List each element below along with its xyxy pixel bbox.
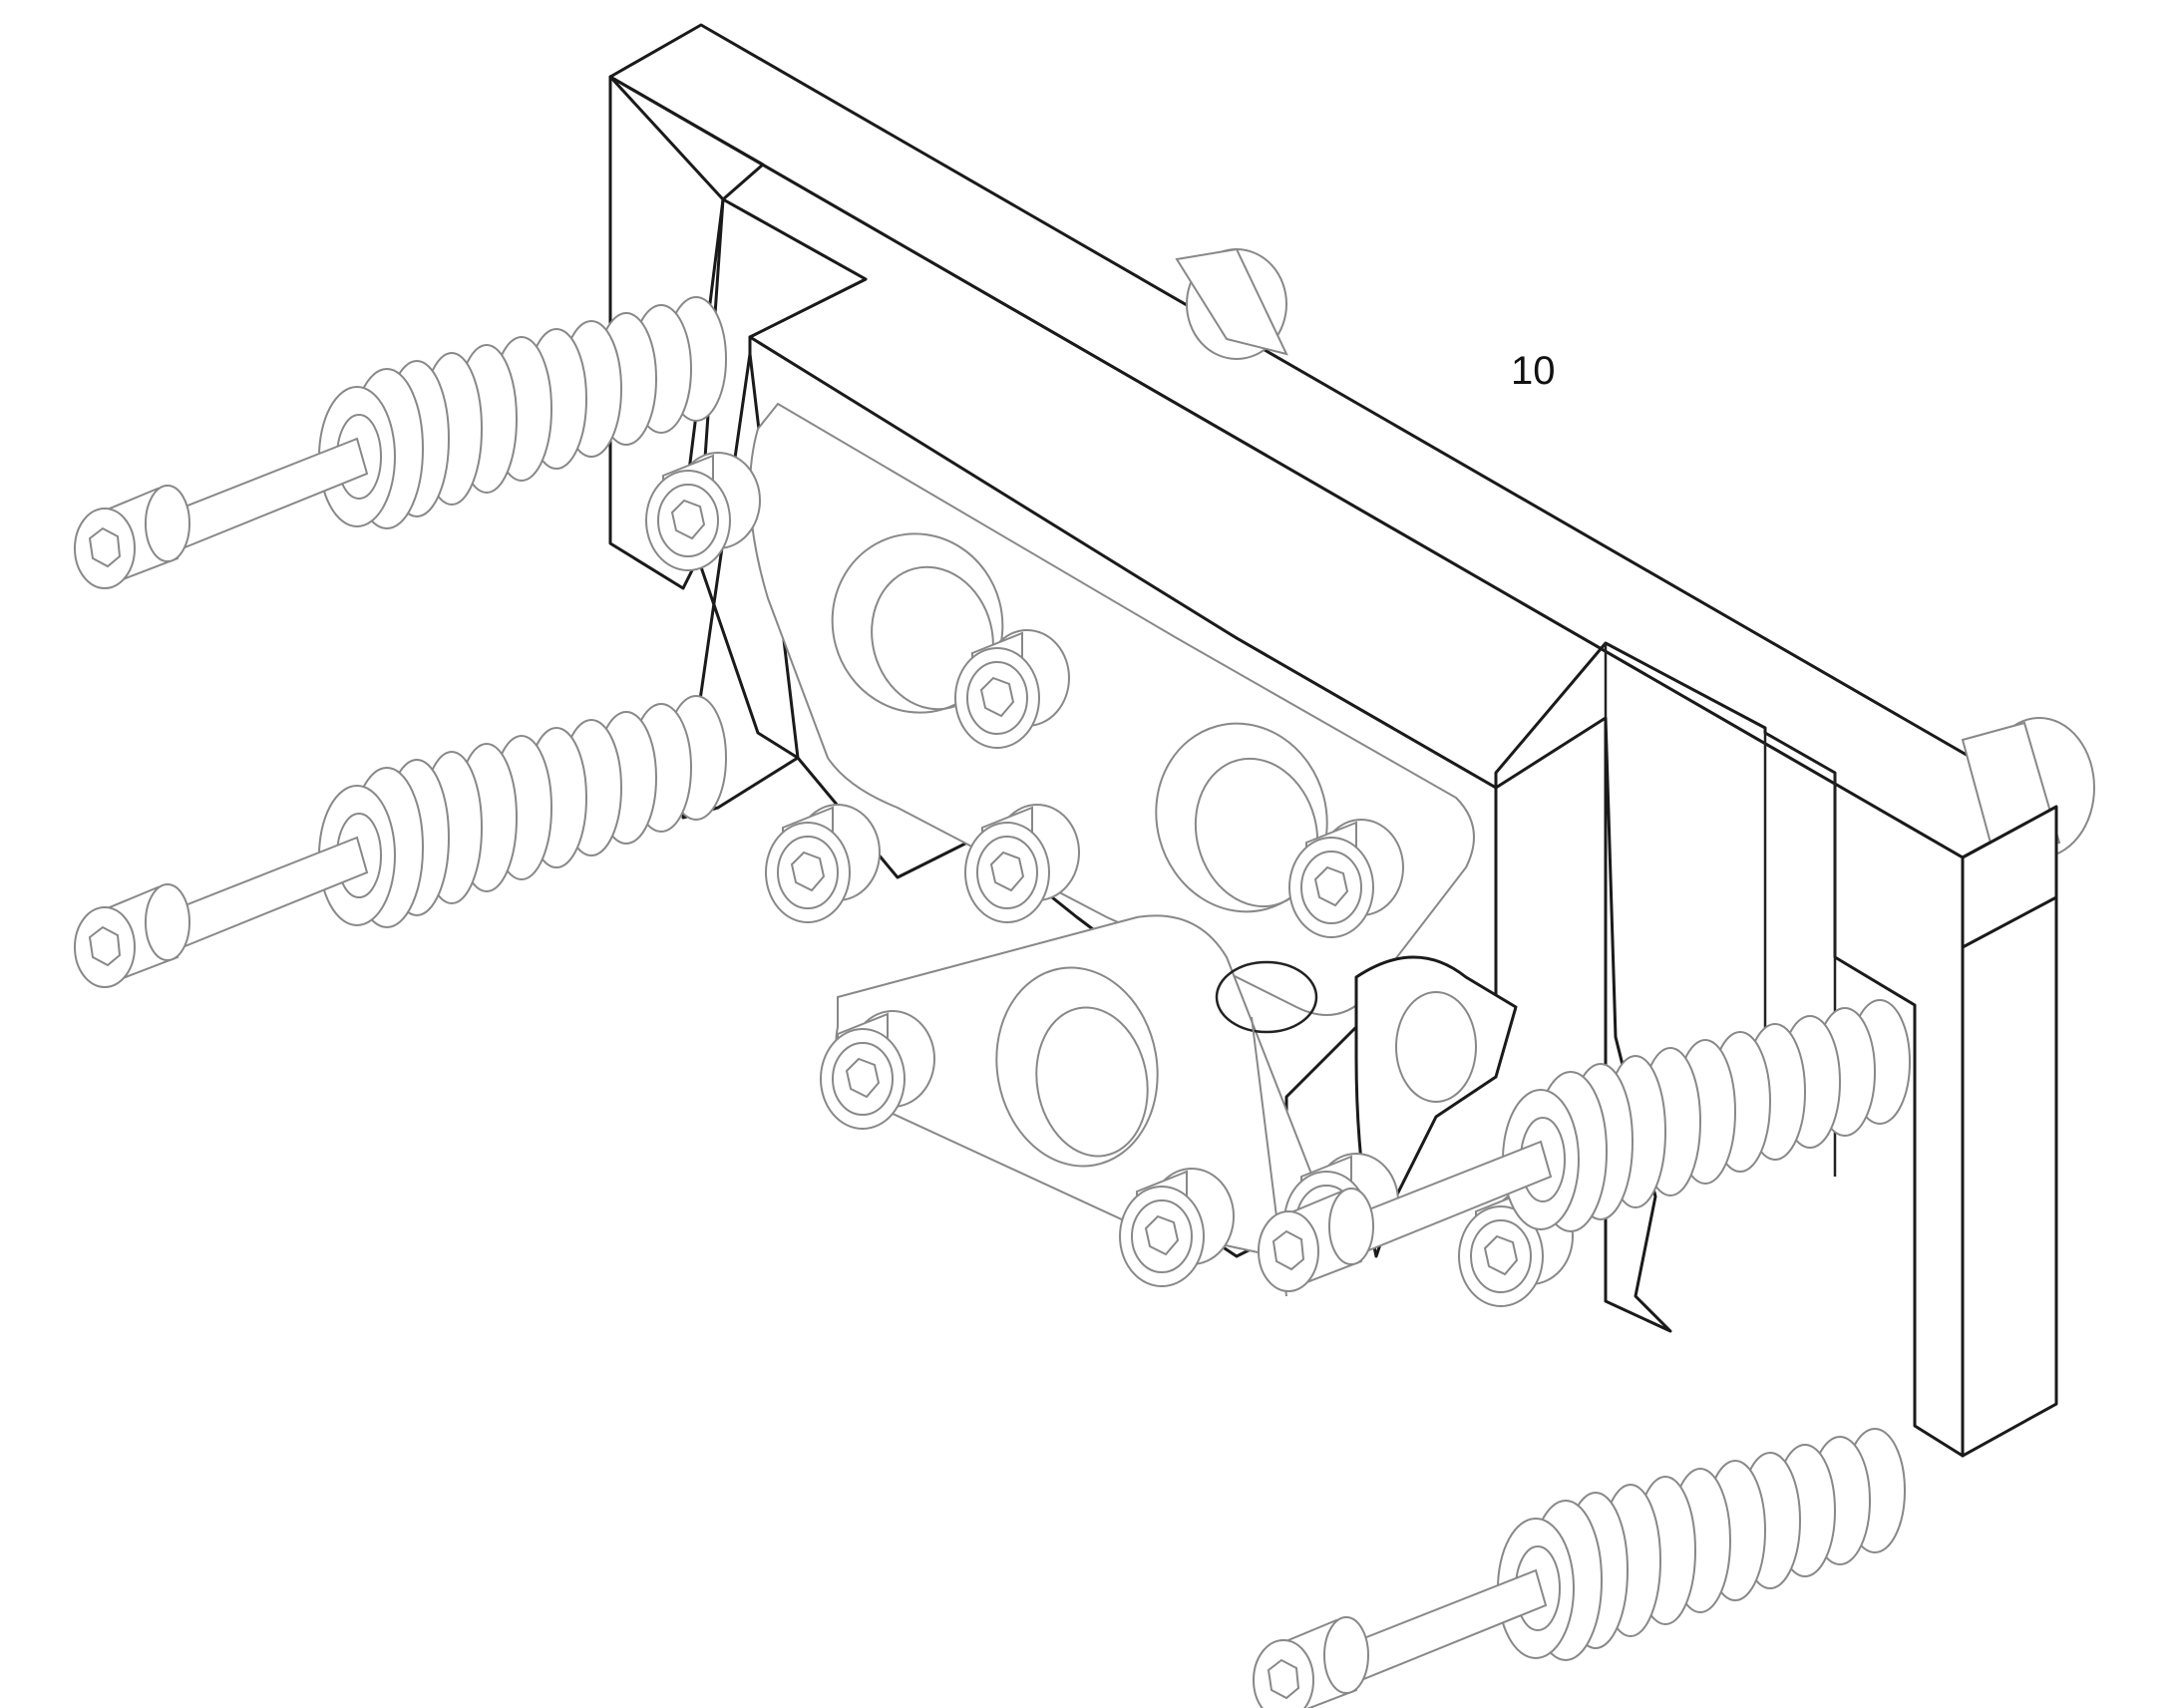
- cap-screw-4-icon: [765, 804, 881, 923]
- spring-assembly-lower-right-icon: [1253, 1428, 1906, 1708]
- upper-clamp-block: [748, 335, 1498, 1258]
- back-bolt-top-icon: [1175, 247, 1288, 360]
- spring-assembly-lower-left-icon: [74, 695, 727, 988]
- reference-numeral: 10: [1511, 349, 1556, 393]
- back-bolt-right-icon: [1961, 717, 2095, 949]
